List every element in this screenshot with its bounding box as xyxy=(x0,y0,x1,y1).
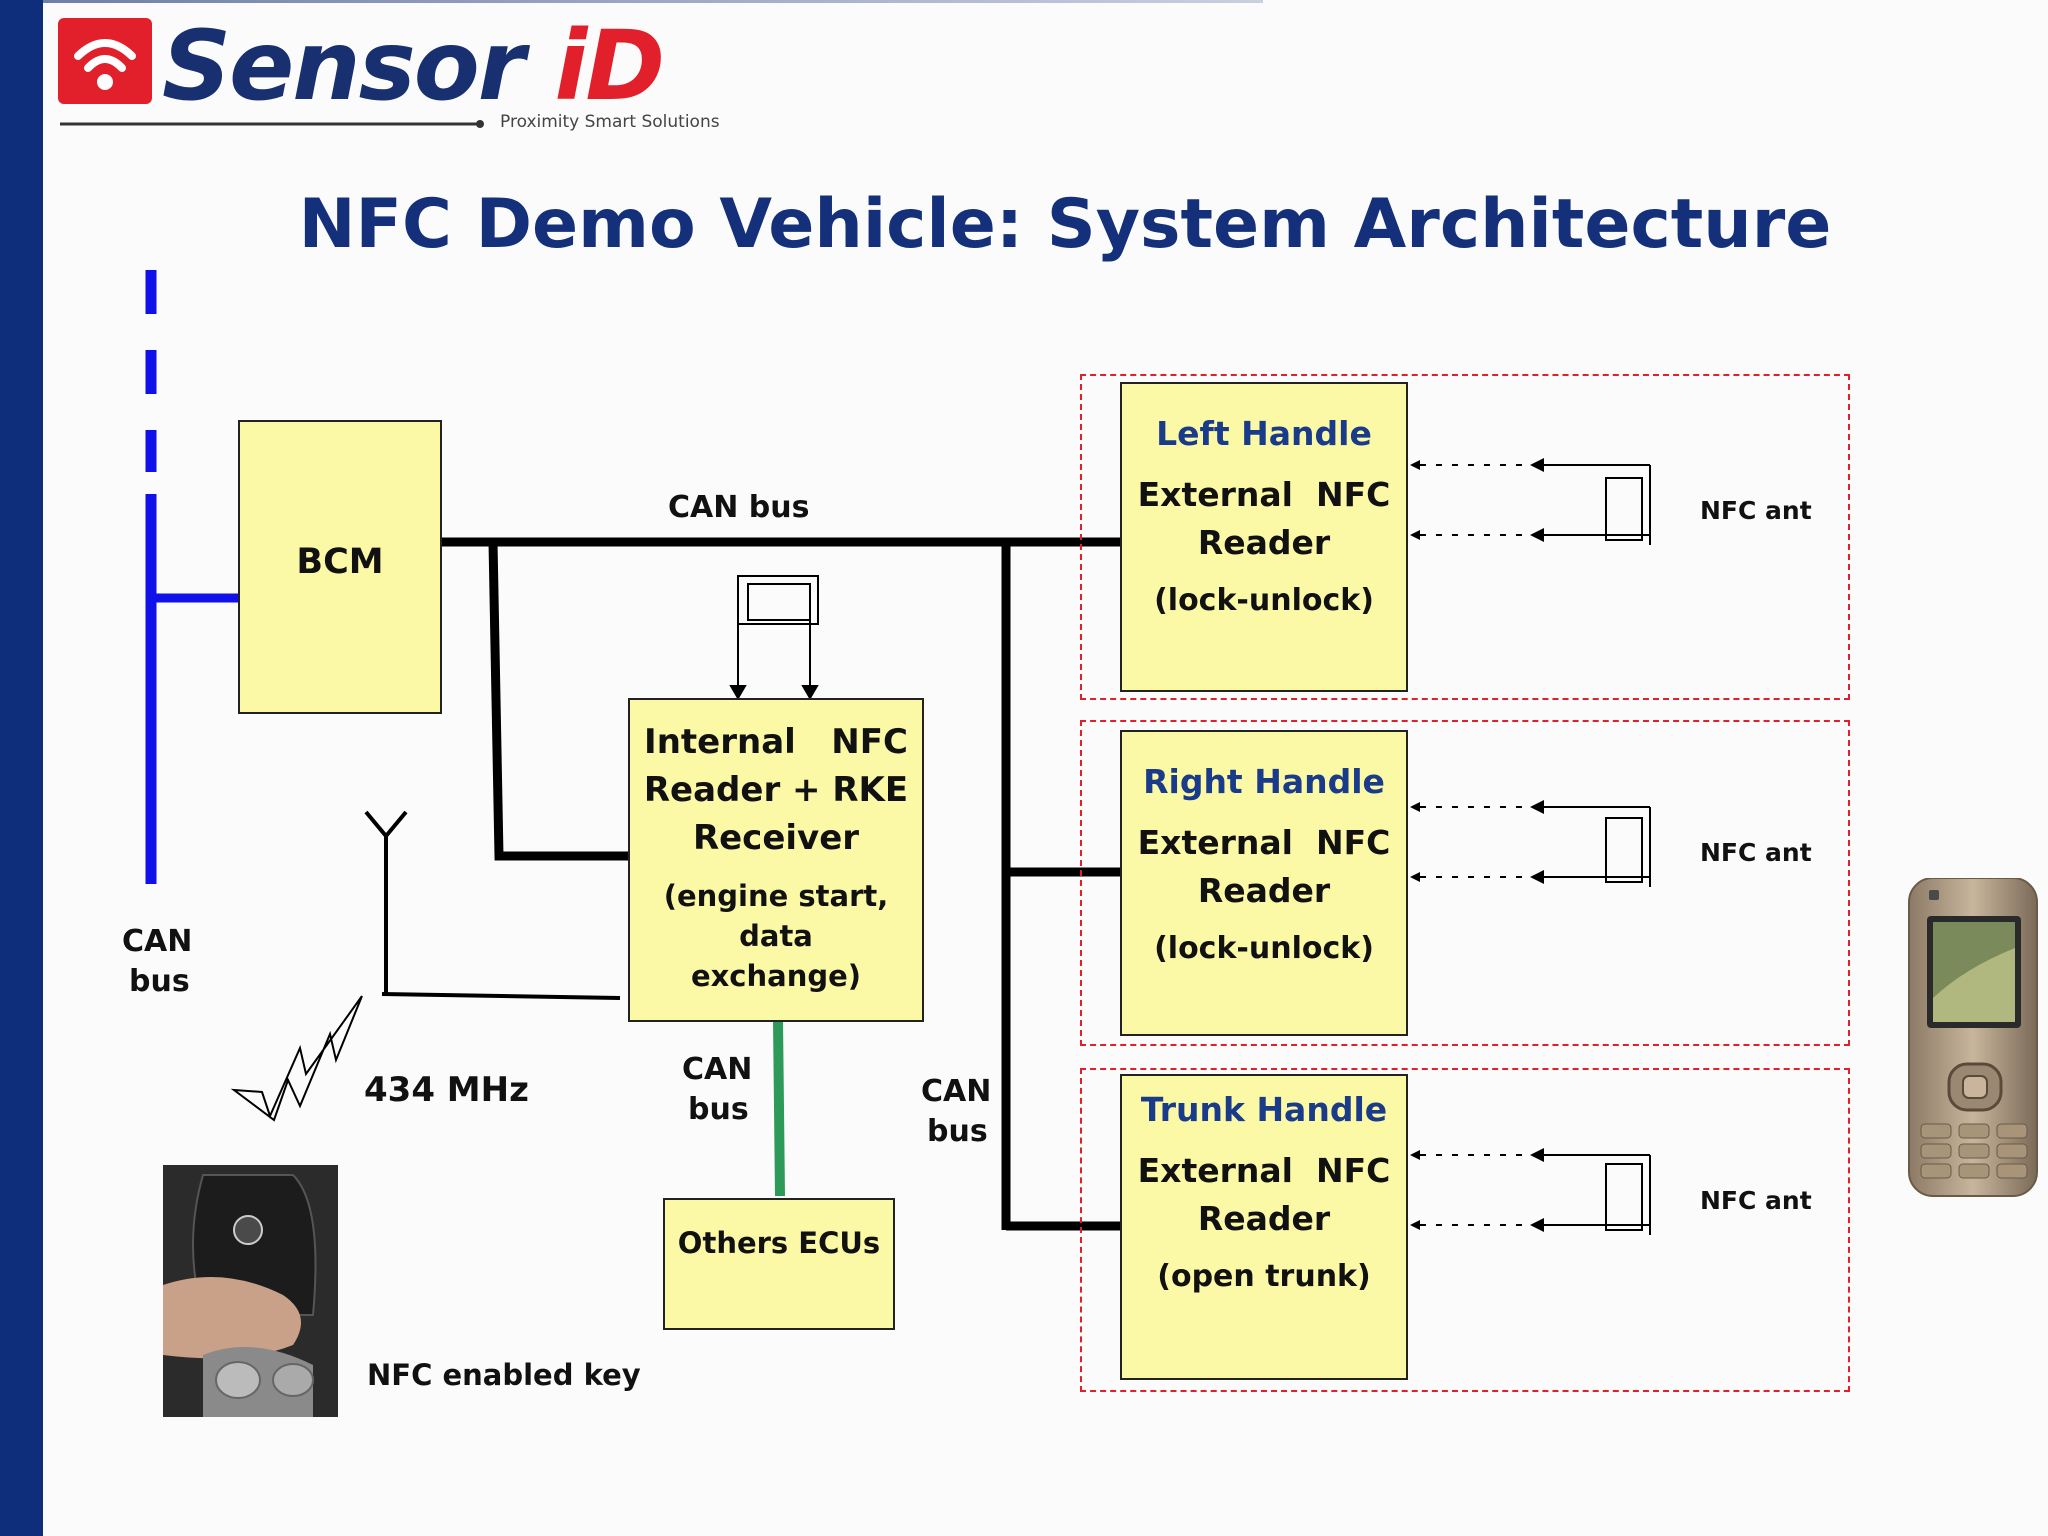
can-bus-right-label-1: CAN xyxy=(921,1074,992,1109)
left-handle-note: (lock-unlock) xyxy=(1154,583,1374,618)
can-bus-mid-label-2: bus xyxy=(688,1092,749,1127)
right-handle-line2: Reader xyxy=(1197,871,1331,910)
logo-brand-main: Sensor xyxy=(162,10,525,122)
key-fob-image xyxy=(163,1165,338,1417)
left-nfc-ant-label: NFC ant xyxy=(1700,496,1812,525)
sidebar-stripe xyxy=(0,0,43,1536)
others-ecus-label: Others ECUs xyxy=(677,1226,881,1260)
right-handle-frame xyxy=(1080,720,1850,1046)
can-bus-top-label: CAN bus xyxy=(668,490,810,525)
nfc-antenna-links xyxy=(1410,463,1651,1235)
others-ecus-box: Others ECUs xyxy=(663,1198,895,1330)
trunk-handle-box: Trunk Handle External NFC Reader (open t… xyxy=(1120,1074,1408,1380)
internal-reader-line1: Internal NFC xyxy=(644,722,908,762)
internal-reader-note-line2: exchange) xyxy=(690,959,862,993)
right-handle-box: Right Handle External NFC Reader (lock-u… xyxy=(1120,730,1408,1036)
right-nfc-ant-label: NFC ant xyxy=(1700,838,1812,867)
internal-reader-note-line1: (engine start, data xyxy=(663,879,889,953)
trunk-handle-frame xyxy=(1080,1068,1850,1392)
wifi-logo-icon xyxy=(58,18,152,104)
top-divider xyxy=(43,0,1263,3)
can-bus-left-label-1: CAN xyxy=(122,924,193,959)
antenna-icon xyxy=(364,810,621,1000)
logo-underline xyxy=(60,120,484,128)
can-bus-left-label-2: bus xyxy=(129,964,190,999)
trunk-nfc-ant-label: NFC ant xyxy=(1700,1186,1812,1215)
logo-brand-accent: iD xyxy=(554,10,665,122)
trunk-handle-note: (open trunk) xyxy=(1157,1259,1371,1294)
internal-reader-line3: Receiver xyxy=(692,818,860,858)
can-bus-right-label-2: bus xyxy=(927,1114,988,1149)
nfc-antenna-arrows xyxy=(1410,458,1544,1232)
logo-tagline: Proximity Smart Solutions xyxy=(500,112,720,132)
bcm-box: BCM xyxy=(238,420,442,714)
trunk-handle-line2: Reader xyxy=(1197,1199,1331,1238)
left-handle-frame xyxy=(1080,374,1850,700)
lightning-signal-icon xyxy=(230,995,363,1122)
left-handle-box: Left Handle External NFC Reader (lock-un… xyxy=(1120,382,1408,692)
internal-antenna-icon xyxy=(729,575,819,700)
right-handle-note: (lock-unlock) xyxy=(1154,931,1374,966)
trunk-handle-line1: External NFC xyxy=(1137,1151,1391,1190)
can-bus-vertical xyxy=(145,270,240,884)
left-handle-line1: External NFC xyxy=(1137,475,1391,514)
right-handle-line1: External NFC xyxy=(1137,823,1391,862)
internal-reader-line2: Reader + RKE xyxy=(643,770,909,810)
right-handle-title: Right Handle xyxy=(1143,762,1385,801)
company-logo: Sensor iD Proximity Smart Solutions xyxy=(58,10,748,139)
nfc-key-label: NFC enabled key xyxy=(367,1358,641,1392)
bcm-label: BCM xyxy=(296,542,384,582)
left-handle-title: Left Handle xyxy=(1156,414,1372,453)
logo-wordmark: Sensor iD xyxy=(162,10,665,122)
page-title: NFC Demo Vehicle: System Architecture xyxy=(298,185,1832,264)
can-bus-main xyxy=(440,537,1122,1231)
left-handle-line2: Reader xyxy=(1197,523,1331,562)
internal-nfc-reader-box: Internal NFC Reader + RKE Receiver (engi… xyxy=(628,698,924,1022)
can-bus-mid-label-1: CAN xyxy=(682,1052,753,1087)
mobile-phone-image xyxy=(1905,877,2040,1198)
rf-frequency-label: 434 MHz xyxy=(364,1070,529,1110)
trunk-handle-title: Trunk Handle xyxy=(1140,1090,1388,1129)
ecu-link xyxy=(773,1019,785,1197)
